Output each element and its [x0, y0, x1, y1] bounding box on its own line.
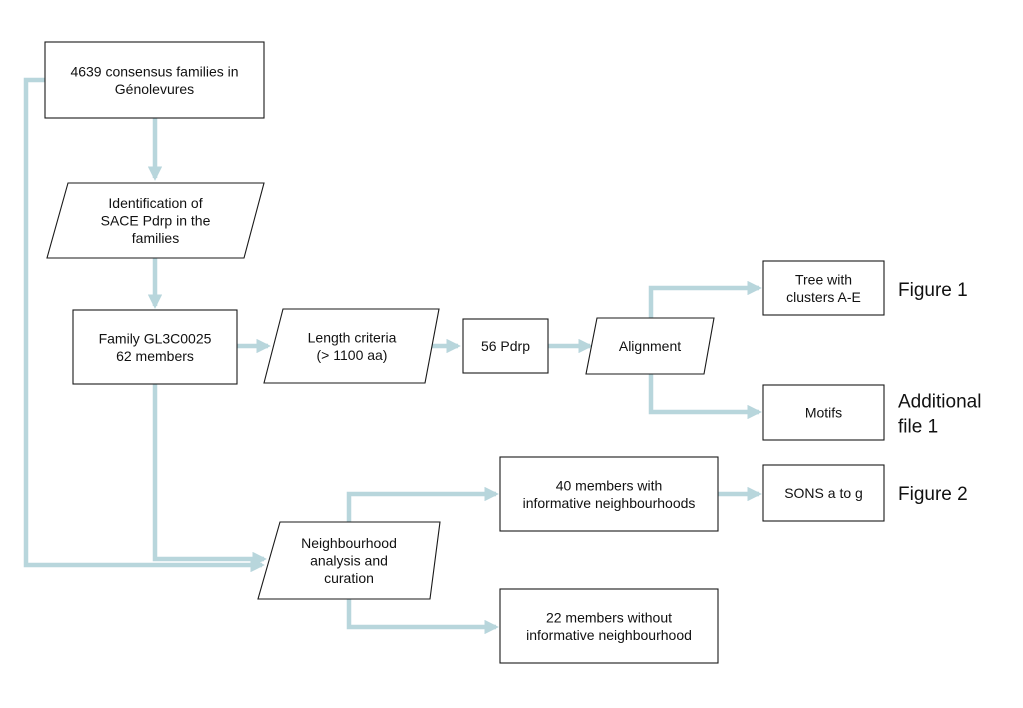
- node-56-pdrp-label: 56 Pdrp: [481, 338, 530, 354]
- node-alignment-label: Alignment: [619, 338, 681, 354]
- label-figure-1: Figure 1: [898, 280, 968, 301]
- arrow-alignment-to-tree: [648, 280, 762, 318]
- node-56-pdrp: 56 Pdrp: [462, 318, 549, 374]
- arrow-consensus-to-neighbourhood: [23, 77, 265, 573]
- node-sons-a-to-g: SONS a to g: [762, 464, 885, 522]
- arrow-neighbourhood-to-22members: [346, 599, 499, 635]
- node-motifs-label: Motifs: [805, 405, 842, 421]
- label-figure-2: Figure 2: [898, 484, 968, 505]
- connectors: [23, 77, 762, 635]
- node-alignment: Alignment: [585, 317, 715, 375]
- node-motifs: Motifs: [762, 384, 885, 441]
- node-length-criteria: Length criteria(> 1100 aa): [263, 308, 440, 384]
- node-length-criteria-label: Length criteria(> 1100 aa): [308, 329, 397, 363]
- arrow-alignment-to-motifs: [648, 374, 762, 420]
- arrow-neighbourhood-to-40members: [346, 486, 499, 522]
- node-sons-a-to-g-label: SONS a to g: [784, 485, 863, 501]
- arrow-family-to-neighbourhood: [152, 384, 267, 567]
